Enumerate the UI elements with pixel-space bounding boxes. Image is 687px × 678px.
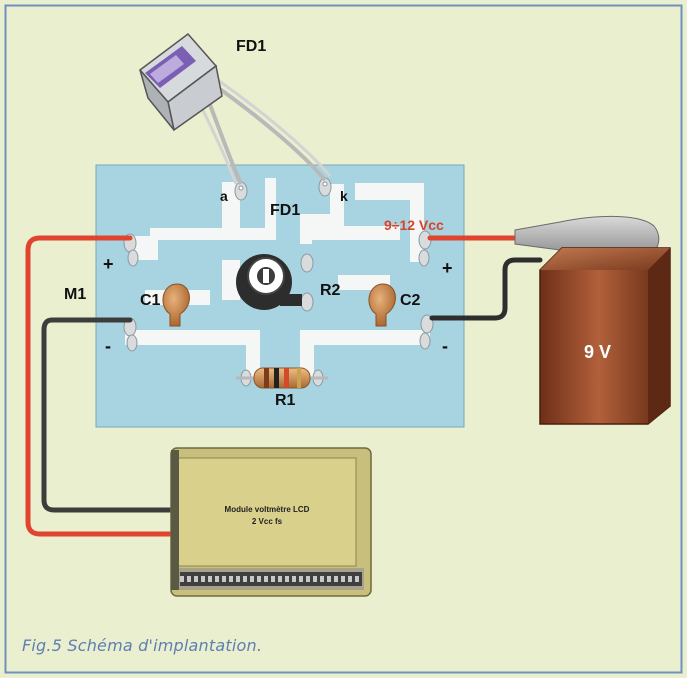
wire-black-left (41, 317, 175, 513)
label-minus-left: - (105, 336, 111, 356)
lcd-pins (180, 572, 362, 586)
label-minus-right: - (442, 336, 448, 356)
label-pad-k: k (340, 188, 348, 204)
photodiode-fd1 (138, 32, 332, 185)
labels: FD1 FD1 a k 9÷12 Vcc + + - - M1 C1 C2 R1… (64, 38, 611, 526)
pad-a (234, 181, 248, 201)
wire-black-right (429, 257, 543, 321)
trimmer-r2 (236, 254, 302, 310)
figure-caption: Fig.5 Schéma d'implantation. (22, 636, 263, 655)
label-c1: C1 (140, 292, 161, 309)
label-lcd-line2: 2 Vcc fs (252, 517, 283, 526)
label-fd1-sensor: FD1 (236, 38, 266, 55)
wire-red-left (25, 235, 175, 537)
label-plus-left: + (103, 254, 114, 274)
label-fd1-board: FD1 (270, 202, 300, 219)
label-c2: C2 (400, 292, 421, 309)
label-battery: 9 V (584, 342, 611, 362)
capacitor-c1 (162, 283, 190, 327)
battery-9v (539, 247, 671, 425)
pad-plus-right (418, 230, 432, 267)
pad-k (318, 177, 332, 197)
label-plus-right: + (442, 258, 453, 278)
lcd-module (170, 447, 372, 597)
resistor-r1 (236, 367, 328, 389)
figure-border (4, 4, 683, 674)
label-lcd-line1: Module voltmètre LCD (225, 505, 310, 514)
wires (25, 235, 543, 537)
capacitor-c2 (368, 283, 396, 327)
label-m1: M1 (64, 286, 86, 303)
label-r1: R1 (275, 392, 296, 409)
label-r2: R2 (320, 282, 341, 299)
label-supply: 9÷12 Vcc (384, 217, 444, 233)
label-pad-a: a (220, 188, 228, 204)
